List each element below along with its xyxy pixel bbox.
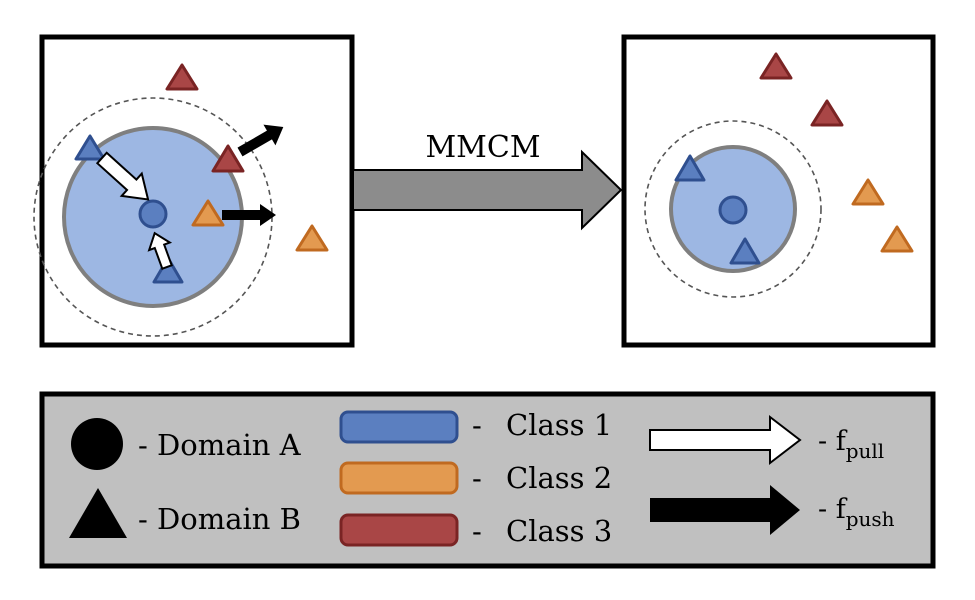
black-arrow-icon — [650, 485, 800, 535]
white-arrow-icon — [649, 414, 802, 466]
circle-icon — [71, 418, 123, 470]
legend-class1-label: Class 1 — [506, 408, 612, 442]
legend-class1-dash: - — [472, 408, 482, 442]
legend-push-label: - fpush — [818, 494, 895, 531]
class3-point — [810, 99, 844, 127]
after-panel — [621, 34, 936, 348]
domain-a-center-point — [138, 199, 168, 229]
pull-arrow — [147, 231, 173, 270]
class3-point — [211, 144, 245, 173]
push-arrow — [222, 204, 276, 226]
class2-swatch — [339, 461, 459, 495]
legend-class2-dash: - — [472, 461, 482, 495]
class2-point — [851, 178, 885, 206]
class3-point — [165, 63, 199, 91]
legend-class2-label: Class 2 — [506, 461, 612, 495]
push-arrow — [237, 124, 284, 157]
legend-pull-label: - fpull — [818, 426, 884, 463]
legend: - Domain A - Domain B - Class 1 - Class … — [39, 391, 936, 569]
class1-domain-b-point — [74, 134, 106, 161]
legend-class3-label: Class 3 — [506, 514, 612, 548]
domain-a-center-point — [718, 195, 748, 225]
before-panel — [33, 34, 355, 348]
transform-label: MMCM — [425, 130, 540, 165]
class2-point — [191, 199, 225, 227]
class2-point — [295, 224, 329, 252]
class2-point — [880, 225, 914, 253]
margin-circle — [644, 120, 822, 298]
transform-arrow — [352, 149, 623, 231]
pull-arrow — [95, 151, 150, 201]
legend-domain-a-label: - Domain A — [138, 428, 302, 462]
class3-point — [759, 52, 793, 80]
class1-domain-b-point — [674, 154, 706, 182]
triangle-icon — [69, 488, 127, 538]
class1-domain-b-point — [152, 256, 184, 284]
class1-domain-b-point — [729, 237, 761, 265]
legend-frame — [39, 391, 936, 569]
class3-swatch — [339, 513, 459, 547]
class1-swatch — [339, 410, 459, 444]
legend-domain-b-label: - Domain B — [138, 502, 301, 536]
legend-class3-dash: - — [472, 514, 482, 548]
